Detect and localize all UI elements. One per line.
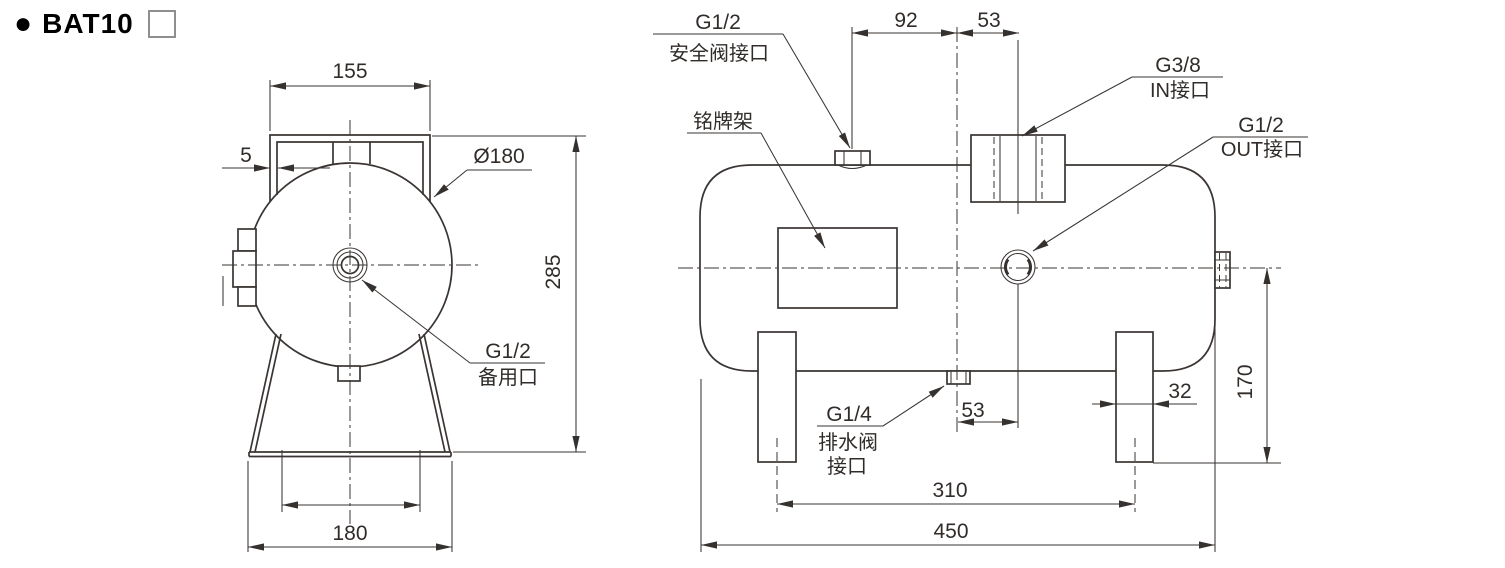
dim-inner-unlabeled [281,450,421,512]
drain-port-end-view [337,365,361,382]
label-in-port: G3/8 IN接口 [1021,54,1223,137]
tank-body [699,164,1216,372]
out-thread-text: G1/2 [1238,114,1284,137]
dim-32-text: 32 [1168,380,1191,403]
drain-name2-text: 接口 [827,455,867,478]
label-drain-port: G1/4 排水阀 接口 [817,385,945,478]
dim-92: 92 [852,9,957,37]
safety-valve-fitting [834,150,871,170]
out-name-text: OUT接口 [1221,138,1303,161]
side-fitting-end-view [222,228,257,307]
label-out-port: G1/2 OUT接口 [1032,114,1308,252]
safety-thread-text: G1/2 [695,11,741,34]
spare-name-text: 备用口 [478,366,538,389]
spare-port-circles [332,247,368,283]
dim-5: 5 [222,144,330,172]
out-port-circles [1000,249,1036,285]
dim-5-text: 5 [240,144,252,167]
dim-53-bottom: 53 [958,399,1018,426]
in-name-text: IN接口 [1150,79,1210,102]
model-suffix-box [147,10,176,38]
dim-450: 450 [700,292,1216,552]
dim-180: 180 [247,461,453,552]
drain-fitting [946,370,971,385]
dim-285-text: 285 [542,254,565,289]
label-nameplate: 铭牌架 [687,110,826,249]
model-name: BAT10 [42,8,134,39]
end-fitting [1214,251,1231,289]
label-diameter: Ø180 [433,145,532,198]
label-safety-valve: G1/2 安全阀接口 [653,11,851,149]
in-thread-text: G3/8 [1155,54,1201,77]
dim-53-top-text: 53 [977,9,1000,32]
dim-170-text: 170 [1234,364,1257,399]
drawing-title: ● BAT10 [14,8,176,40]
bullet-icon: ● [14,7,33,40]
dim-32: 32 [1092,380,1197,408]
dim-53-bottom-text: 53 [961,399,984,422]
dim-310-text: 310 [932,479,967,502]
dim-450-text: 450 [933,520,968,543]
dim-155: 155 [269,60,431,131]
drain-name1-text: 排水阀 [818,431,878,454]
safety-name-text: 安全阀接口 [669,42,769,65]
nameplate-text: 铭牌架 [693,110,753,133]
dim-155-text: 155 [332,60,367,83]
spare-thread-text: G1/2 [485,340,531,363]
diameter-text: Ø180 [473,145,524,168]
dim-310: 310 [776,438,1136,512]
dim-92-text: 92 [894,9,917,32]
drain-thread-text: G1/4 [826,403,872,426]
dim-285: 285 [432,135,586,453]
dim-170: 170 [1153,268,1281,464]
in-port-end-view [332,142,371,164]
dim-53-top: 53 [957,9,1019,37]
label-spare-port: G1/2 备用口 [361,279,545,389]
dim-180-text: 180 [332,522,367,545]
left-end-view: 155 5 Ø180 285 [222,60,586,552]
right-front-view: 92 53 G1/2 安全阀接口 铭牌架 [653,9,1308,552]
